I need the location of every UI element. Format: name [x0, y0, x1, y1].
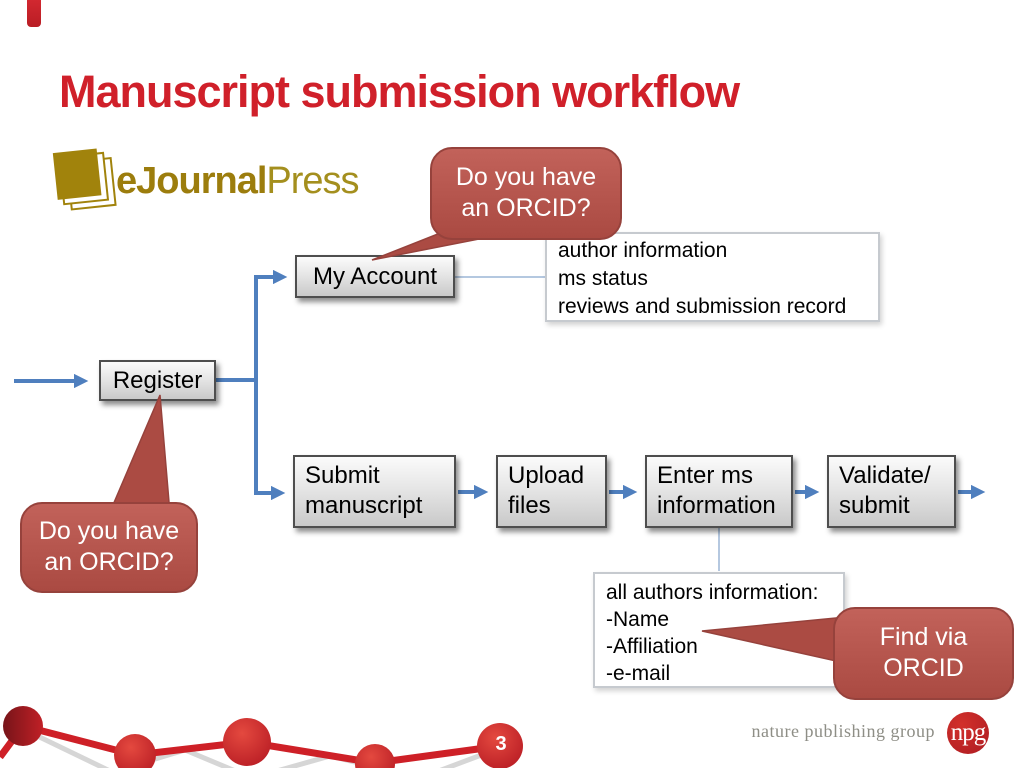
page-number: 3	[495, 733, 507, 755]
npg-logo: npg	[947, 712, 989, 754]
logo-wordmark: eJournalPress	[116, 160, 360, 203]
callout-orcid-register: Do you have an ORCID?	[20, 502, 198, 593]
publisher-wordmark: nature publishing group	[751, 721, 935, 741]
flow-node-my-account: My Account	[295, 255, 455, 298]
template-red-tab	[27, 0, 41, 27]
logo-press: Press	[266, 160, 359, 202]
logo-ejournal: eJournal	[116, 160, 267, 202]
note-authors-information: all authors information: -Name -Affiliat…	[593, 572, 845, 688]
callout-find-via-orcid: Find via ORCID	[833, 607, 1014, 700]
stacked-pages-icon	[52, 148, 117, 211]
ejournal-press-logo: eJournalPress	[52, 144, 372, 222]
flow-node-register: Register	[99, 360, 216, 401]
flow-node-submit-manuscript: Submit manuscript	[293, 455, 456, 528]
note-account-features: author information ms status reviews and…	[545, 232, 880, 322]
npg-network-decoration	[0, 706, 523, 768]
page-title: Manuscript submission workflow	[59, 66, 740, 117]
flow-node-validate-submit: Validate/ submit	[827, 455, 956, 528]
flow-node-enter-ms-information: Enter ms information	[645, 455, 793, 528]
flow-node-upload-files: Upload files	[496, 455, 607, 528]
callout-orcid-my-account: Do you have an ORCID?	[430, 147, 622, 240]
